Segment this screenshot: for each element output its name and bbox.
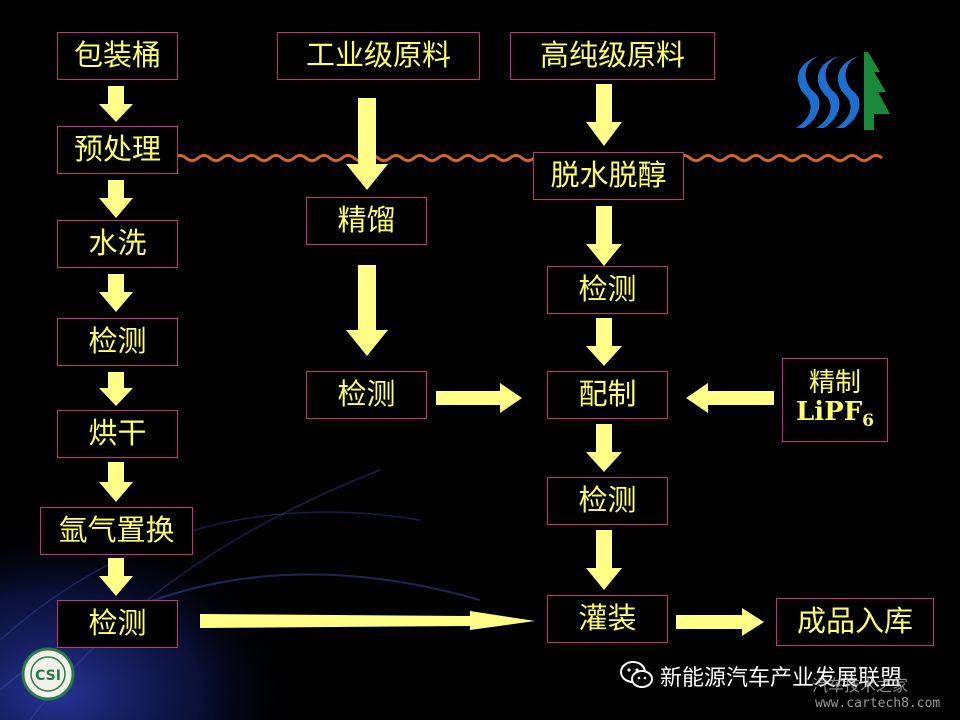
- wechat-icon: [620, 661, 653, 688]
- node-barrel: 包装桶: [57, 32, 178, 80]
- node-pretreat: 预处理: [57, 126, 178, 174]
- wechat-brand-label: 新能源汽车产业发展联盟: [660, 666, 903, 691]
- node-test-left-1: 检测: [57, 318, 178, 366]
- node-store: 成品入库: [776, 598, 934, 646]
- node-prepare: 配制: [547, 371, 668, 419]
- csi-logo-text: CSI: [35, 668, 61, 684]
- lipf6-line1: 精制: [808, 368, 861, 399]
- node-distill: 精馏: [306, 197, 427, 245]
- node-lipf6: 精制 LiPF6: [782, 358, 888, 442]
- node-test-right-1: 检测: [547, 266, 668, 314]
- node-dry: 烘干: [57, 410, 178, 458]
- company-logo: [796, 52, 890, 130]
- watermark-text: 汽车技术之家: [812, 676, 909, 695]
- node-test-left-2: 检测: [57, 600, 178, 648]
- node-highpure: 高纯级原料: [510, 32, 715, 80]
- node-test-mid: 检测: [306, 371, 427, 419]
- lipf6-subscript: 6: [862, 410, 874, 431]
- node-industrial: 工业级原料: [277, 32, 480, 80]
- node-test-right-2: 检测: [547, 477, 668, 525]
- node-fill: 灌装: [547, 595, 668, 643]
- node-wash: 水洗: [57, 220, 178, 268]
- csi-logo: CSI: [21, 647, 75, 701]
- node-dehydrate: 脱水脱醇: [533, 152, 684, 200]
- lipf6-line2: LiPF6: [795, 396, 874, 431]
- watermark-url: www.cartech8.com: [815, 696, 941, 711]
- node-argon: 氩气置换: [40, 507, 193, 555]
